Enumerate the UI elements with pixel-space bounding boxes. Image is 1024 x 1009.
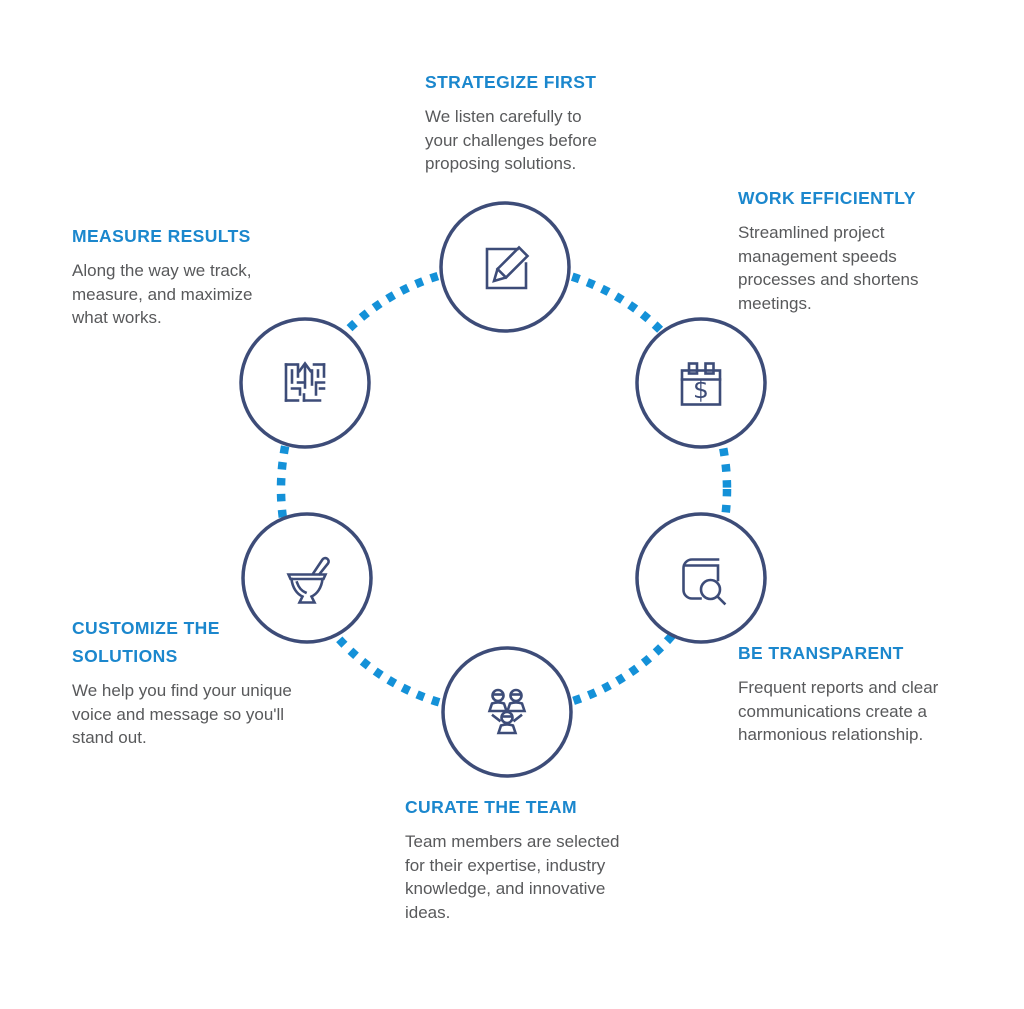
edit-pencil-icon: [485, 245, 530, 290]
node-measure-results: [239, 317, 371, 449]
node-curate-the-team: [441, 646, 573, 778]
step-curate-the-team: CURATE THE TEAM Team members are selecte…: [405, 793, 665, 924]
node-be-transparent: [635, 512, 767, 644]
step-title: WORK EFFICIENTLY: [738, 188, 916, 208]
step-customize-the-solutions: CUSTOMIZE THE SOLUTIONS We help you find…: [72, 614, 337, 750]
step-title: BE TRANSPARENT: [738, 643, 904, 663]
step-be-transparent: BE TRANSPARENT Frequent reports and clea…: [738, 639, 998, 747]
step-description: Streamlined project management speeds pr…: [738, 223, 919, 313]
step-measure-results: MEASURE RESULTS Along the way we track, …: [72, 222, 322, 330]
step-description: We listen carefully to your challenges b…: [425, 107, 598, 173]
step-description: We help you find your unique voice and m…: [72, 681, 292, 747]
step-description: Team members are selected for their expe…: [405, 832, 620, 922]
team-people-icon: [487, 688, 527, 735]
step-work-efficiently: WORK EFFICIENTLY Streamlined project man…: [738, 184, 983, 315]
maze-arrow-icon: [284, 361, 326, 402]
node-customize-the-solutions: [241, 512, 373, 644]
node-circle: [635, 512, 767, 644]
calendar-dollar-icon: $: [680, 362, 722, 406]
step-title: CURATE THE TEAM: [405, 797, 577, 817]
step-title: MEASURE RESULTS: [72, 226, 251, 246]
dotted-connector-ring: [276, 261, 732, 717]
step-description: Along the way we track, measure, and max…: [72, 261, 253, 327]
mortar-pestle-icon: [286, 556, 330, 604]
step-description: Frequent reports and clear communication…: [738, 678, 939, 744]
node-strategize-first: [439, 201, 571, 333]
node-work-efficiently: $: [635, 317, 767, 449]
node-circle: [439, 201, 571, 333]
step-strategize-first: STRATEGIZE FIRST We listen carefully to …: [425, 68, 675, 176]
node-circle: [635, 317, 767, 449]
step-title: CUSTOMIZE THE SOLUTIONS: [72, 618, 220, 666]
dollar-glyph: $: [693, 375, 709, 404]
book-search-icon: [682, 558, 727, 606]
step-title: STRATEGIZE FIRST: [425, 72, 597, 92]
